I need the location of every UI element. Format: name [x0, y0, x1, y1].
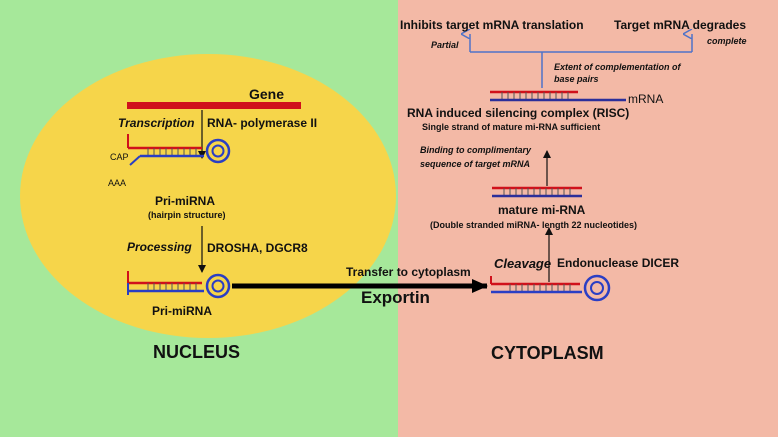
cytoplasm-region: [398, 0, 778, 437]
cytoplasm-title: CYTOPLASM: [491, 343, 604, 363]
pri-mirna-hairpin-2: [127, 271, 231, 299]
risc-label: RNA induced silencing complex (RISC): [407, 106, 630, 120]
binding-label-line1: Binding to complimentary: [420, 145, 532, 155]
exportin-label: Exportin: [361, 288, 430, 307]
extent-label-line2: base pairs: [554, 74, 599, 84]
degrades-label: Target mRNA degrades: [614, 18, 747, 32]
mature-mirna-label: mature mi-RNA: [498, 203, 586, 217]
mature-mirna-duplex: [492, 186, 582, 198]
hairpin-structure-label: (hairpin structure): [148, 210, 226, 220]
drosha-label: DROSHA, DGCR8: [207, 241, 308, 255]
cleavage-label: Cleavage: [494, 256, 552, 271]
inhibits-label: Inhibits target mRNA translation: [400, 18, 584, 32]
nucleus-title: NUCLEUS: [153, 342, 241, 362]
aaa-label: AAA: [108, 178, 127, 188]
gene-bar: [127, 102, 301, 109]
single-strand-label: Single strand of mature mi-RNA sufficien…: [422, 122, 601, 132]
outcome-branch-arrows: [470, 34, 693, 88]
pri-mirna-hairpin-1: [127, 134, 231, 166]
partial-label: Partial: [431, 40, 459, 50]
pri-mirna-label-1: Pri-miRNA: [155, 194, 216, 208]
processing-label: Processing: [127, 240, 192, 254]
rna-polymerase-label: RNA- polymerase II: [207, 116, 318, 130]
double-stranded-label: (Double stranded miRNA- length 22 nucleo…: [430, 220, 638, 230]
extent-label-line1: Extent of complementation of: [554, 62, 681, 72]
gene-label: Gene: [249, 86, 285, 102]
mrna-label: mRNA: [628, 92, 664, 106]
binding-label-line2: sequence of target mRNA: [420, 159, 531, 169]
cytoplasm-hairpin: [490, 274, 611, 302]
transcription-label: Transcription: [118, 116, 195, 130]
complete-label: complete: [707, 36, 747, 46]
pri-mirna-label-2: Pri-miRNA: [152, 304, 213, 318]
cap-label: CAP: [110, 152, 129, 162]
dicer-label: Endonuclease DICER: [557, 256, 680, 270]
risc-mrna-complex: [490, 90, 626, 102]
transfer-label: Transfer to cytoplasm: [346, 265, 471, 279]
